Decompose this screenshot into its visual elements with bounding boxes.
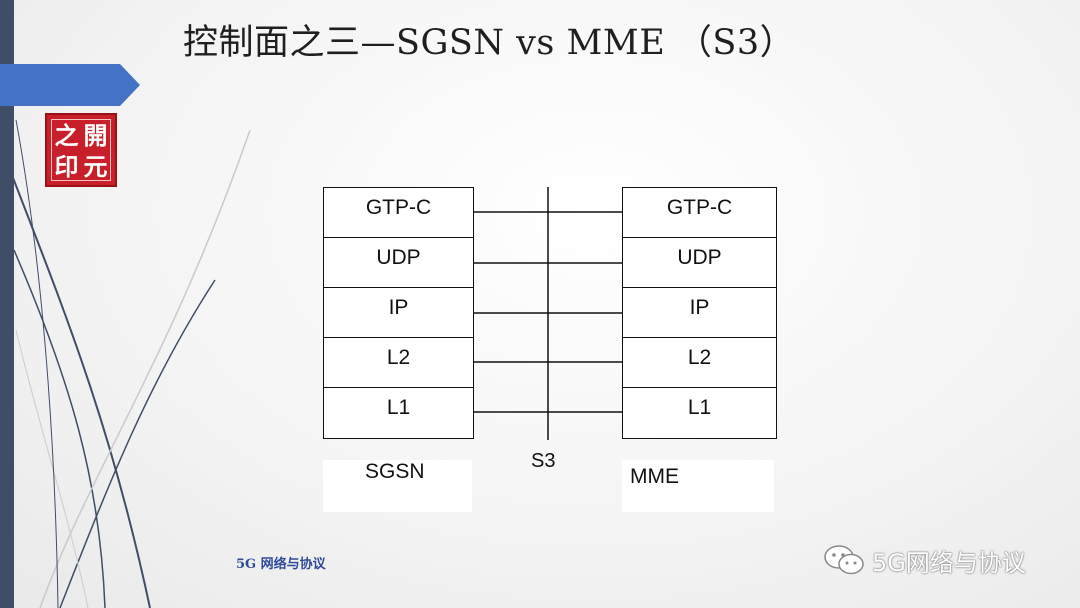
stack-layer-ip: IP <box>623 288 776 338</box>
decorative-curves <box>9 119 251 608</box>
stack-layer-l2: L2 <box>324 338 473 388</box>
seal-char: 開 <box>83 121 108 150</box>
left-accent-bar <box>0 0 14 608</box>
sgsn-protocol-stack: GTP-C UDP IP L2 L1 <box>323 187 474 439</box>
slide-title: 控制面之三—SGSN vs MME （S3） <box>183 23 796 63</box>
stack-layer-l1: L1 <box>687 396 712 419</box>
mme-protocol-stack: GTP-C UDP IP L2 L1 <box>622 187 777 439</box>
footer-source: 5G 网络与协议 <box>236 557 326 572</box>
stack-layer-l1: L1 <box>386 396 411 419</box>
stack-layer-gtpc: GTP-C <box>324 188 473 238</box>
sgsn-label: SGSN <box>365 460 425 483</box>
stack-layer-ip: IP <box>324 288 473 338</box>
seal-char: 之 <box>54 121 79 150</box>
stack-layer-gtpc: GTP-C <box>623 188 776 238</box>
stack-layer-udp: UDP <box>324 238 473 288</box>
watermark-text: 5G网络与协议 <box>872 548 1026 577</box>
arrow-tab <box>0 64 140 106</box>
seal-char: 元 <box>83 152 108 181</box>
stack-layer-udp: UDP <box>623 238 776 288</box>
seal-char: 印 <box>54 152 79 181</box>
interface-label: S3 <box>531 450 556 472</box>
mme-label-box <box>622 460 774 512</box>
mme-label: MME <box>630 465 679 488</box>
watermark: 5G网络与协议 <box>822 540 1026 580</box>
wechat-icon <box>824 545 864 575</box>
seal-logo: 之 開 印 元 <box>45 113 117 187</box>
sgsn-label-box <box>323 460 472 512</box>
stack-layer-l2: L2 <box>623 338 776 388</box>
